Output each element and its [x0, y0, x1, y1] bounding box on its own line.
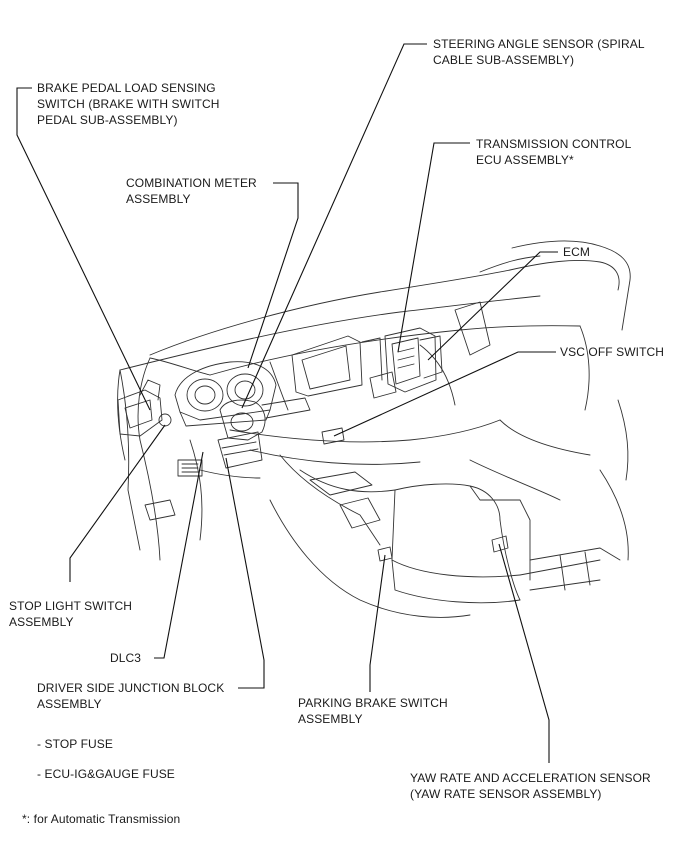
label-line: COMBINATION METER	[126, 176, 257, 190]
leader-steering-angle-sensor	[241, 43, 427, 409]
label-combination-meter: COMBINATION METER ASSEMBLY	[126, 175, 257, 207]
leader-brake-pedal-load-switch	[16, 87, 151, 411]
label-dlc3: DLC3	[110, 650, 141, 666]
fuse-line: - STOP FUSE	[37, 737, 114, 751]
footnote-text: *: for Automatic Transmission	[22, 812, 181, 826]
leader-parking-brake-switch	[369, 554, 386, 692]
label-brake-pedal-load-switch: BRAKE PEDAL LOAD SENSING SWITCH (BRAKE W…	[37, 80, 220, 128]
label-stop-light-switch: STOP LIGHT SWITCH ASSEMBLY	[9, 598, 132, 630]
label-line: DRIVER SIDE JUNCTION BLOCK	[37, 681, 225, 695]
fuse-ecu-ig-gauge: - ECU-IG&GAUGE FUSE	[37, 766, 175, 782]
label-line: ECM	[563, 245, 590, 259]
label-line: PARKING BRAKE SWITCH	[298, 696, 448, 710]
label-line: STEERING ANGLE SENSOR (SPIRAL	[433, 37, 645, 51]
leader-lines	[16, 43, 558, 763]
label-line: SWITCH (BRAKE WITH SWITCH	[37, 97, 220, 111]
label-line: (YAW RATE SENSOR ASSEMBLY)	[410, 787, 602, 801]
label-line: DLC3	[110, 651, 142, 665]
label-parking-brake-switch: PARKING BRAKE SWITCH ASSEMBLY	[298, 695, 448, 727]
leader-transmission-ecu	[397, 142, 470, 353]
footnote: *: for Automatic Transmission	[22, 811, 180, 827]
label-line: ASSEMBLY	[37, 697, 102, 711]
label-line: STOP LIGHT SWITCH	[9, 599, 133, 613]
label-steering-angle-sensor: STEERING ANGLE SENSOR (SPIRAL CABLE SUB-…	[433, 36, 645, 68]
label-line: CABLE SUB-ASSEMBLY)	[433, 53, 575, 67]
label-line: TRANSMISSION CONTROL	[476, 137, 632, 151]
leader-combination-meter	[247, 182, 299, 369]
label-line: YAW RATE AND ACCELERATION SENSOR	[410, 771, 651, 785]
label-line: ASSEMBLY	[126, 192, 191, 206]
leader-stop-light-switch	[69, 424, 166, 582]
label-line: ASSEMBLY	[9, 615, 74, 629]
dashboard-line-art	[117, 240, 631, 618]
label-driver-side-junction-block: DRIVER SIDE JUNCTION BLOCK ASSEMBLY	[37, 680, 224, 712]
component-art	[117, 327, 509, 562]
label-yaw-rate-sensor: YAW RATE AND ACCELERATION SENSOR (YAW RA…	[410, 770, 651, 802]
leader-junction-block	[225, 457, 265, 689]
leader-vsc-off-switch	[333, 351, 556, 437]
leader-ecm	[427, 251, 558, 361]
fuse-line: - ECU-IG&GAUGE FUSE	[37, 767, 175, 781]
label-line: BRAKE PEDAL LOAD SENSING	[37, 81, 216, 95]
label-line: PEDAL SUB-ASSEMBLY)	[37, 113, 178, 127]
label-ecm: ECM	[563, 244, 590, 260]
fuse-stop: - STOP FUSE	[37, 736, 113, 752]
label-transmission-control-ecu: TRANSMISSION CONTROL ECU ASSEMBLY*	[476, 136, 631, 168]
label-line: ECU ASSEMBLY*	[476, 153, 574, 167]
label-line: VSC OFF SWITCH	[560, 345, 665, 359]
label-vsc-off-switch: VSC OFF SWITCH	[560, 344, 664, 360]
leader-yaw-rate-sensor	[498, 543, 550, 763]
label-line: ASSEMBLY	[298, 712, 363, 726]
leader-dlc3	[154, 451, 204, 659]
